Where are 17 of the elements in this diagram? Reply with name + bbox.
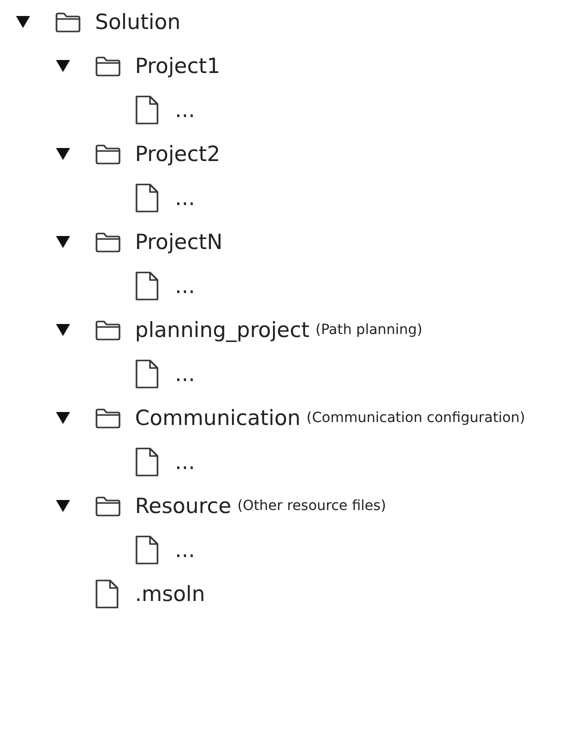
- folder-name: Project1: [135, 54, 220, 78]
- file-name: .msoln: [135, 582, 206, 606]
- folder-name: Communication: [135, 406, 301, 430]
- file-name: ...: [175, 186, 196, 210]
- file-name: ...: [175, 450, 196, 474]
- note-text: (Communication configuration): [306, 410, 526, 426]
- file-name: ...: [175, 98, 196, 122]
- folder-name: Resource: [135, 494, 232, 518]
- note-text: (Path planning): [316, 322, 422, 338]
- folder-name: Project2: [135, 142, 220, 166]
- file-name: ...: [175, 362, 196, 386]
- folder-name: Solution: [95, 10, 181, 34]
- folder-name: ProjectN: [135, 230, 223, 254]
- folder-name: planning_project: [135, 318, 310, 342]
- file-name: ...: [175, 538, 196, 562]
- note-text: (Other resource files): [237, 498, 386, 514]
- file-name: ...: [175, 274, 196, 298]
